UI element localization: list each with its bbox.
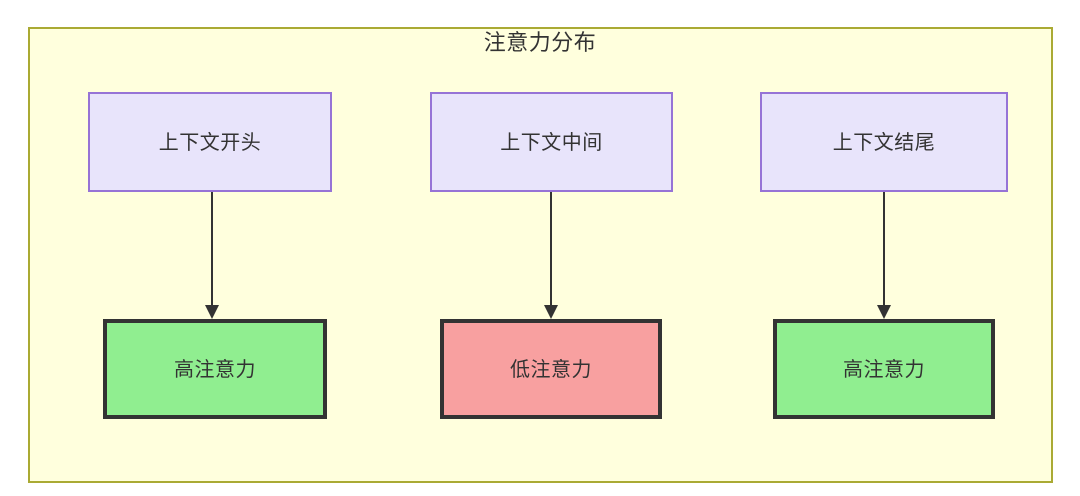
target-box-label: 高注意力 [843, 357, 925, 381]
connector-arrow-1 [205, 192, 219, 319]
source-box-label: 上下文中间 [500, 130, 603, 154]
target-box-low-attention-middle[interactable]: 低注意力 [440, 319, 662, 419]
source-box-label: 上下文开头 [158, 130, 262, 154]
connector-arrow-3 [877, 192, 891, 319]
source-box-label: 上下文结尾 [832, 130, 936, 154]
source-box-context-start[interactable]: 上下文开头 [88, 92, 332, 192]
target-box-high-attention-end[interactable]: 高注意力 [773, 319, 995, 419]
target-box-label: 高注意力 [174, 357, 256, 381]
diagram-title: 注意力分布 [483, 31, 597, 56]
target-box-label: 低注意力 [510, 357, 592, 381]
connector-arrow-2 [544, 192, 558, 319]
target-box-high-attention-start[interactable]: 高注意力 [103, 319, 327, 419]
source-box-context-end[interactable]: 上下文结尾 [760, 92, 1008, 192]
source-box-context-middle[interactable]: 上下文中间 [430, 92, 673, 192]
